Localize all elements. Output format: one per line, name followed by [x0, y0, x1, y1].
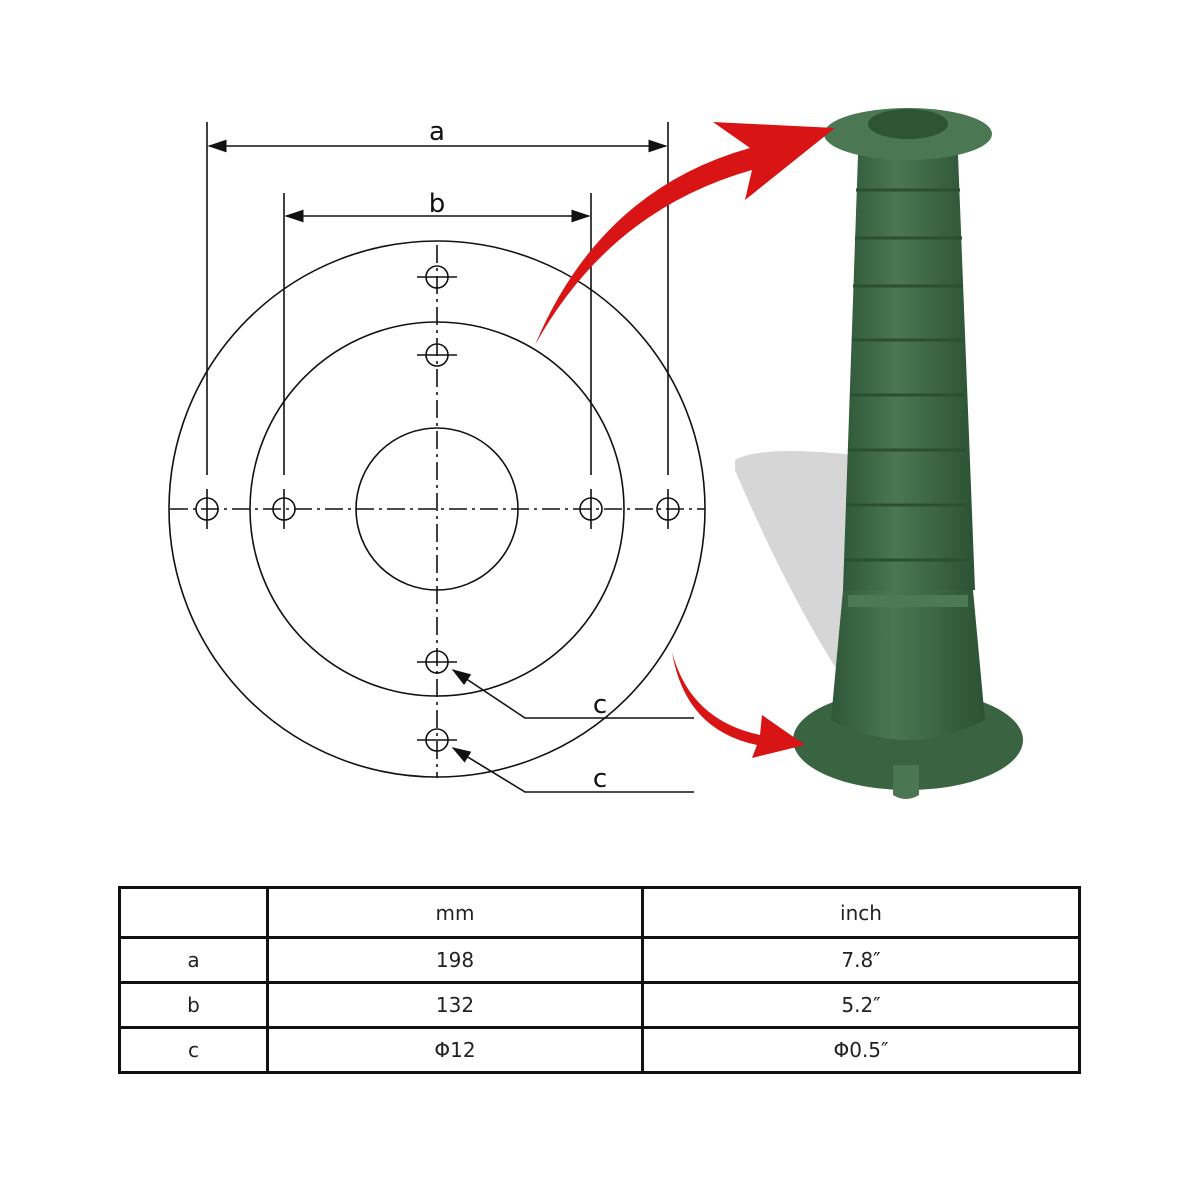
mm-value: Φ12 [266, 1026, 644, 1074]
row-label: b [118, 981, 269, 1029]
table-header-row: mm inch [118, 886, 1081, 939]
inch-value: 7.8″ [641, 936, 1081, 984]
mm-value: 132 [266, 981, 644, 1029]
header-mm: mm [266, 886, 644, 939]
bolt-holes [195, 265, 680, 752]
label-b: b [429, 189, 446, 219]
label-c-1: c [593, 690, 607, 720]
header-cell [118, 886, 269, 939]
table-row: c Φ12 Φ0.5″ [118, 1026, 1081, 1074]
label-a: a [429, 117, 445, 147]
arrow-bottom-icon [672, 652, 805, 758]
table-row: b 132 5.2″ [118, 981, 1081, 1029]
table-row: a 198 7.8″ [118, 936, 1081, 984]
pump-stand-image [793, 108, 1023, 799]
leader-c2 [451, 747, 694, 793]
leader-c1 [451, 669, 694, 719]
flange-diagram: a b c c [168, 108, 1023, 799]
header-inch: inch [641, 886, 1081, 939]
arrow-top-icon [535, 122, 835, 345]
pump-shadow [735, 451, 855, 690]
dimension-table: mm inch a 198 7.8″ b 132 5.2″ c Φ12 Φ0.5… [118, 886, 1081, 1074]
row-label: c [118, 1026, 269, 1074]
mm-value: 198 [266, 936, 644, 984]
inch-value: 5.2″ [641, 981, 1081, 1029]
label-c-2: c [593, 764, 607, 794]
row-label: a [118, 936, 269, 984]
inch-value: Φ0.5″ [641, 1026, 1081, 1074]
